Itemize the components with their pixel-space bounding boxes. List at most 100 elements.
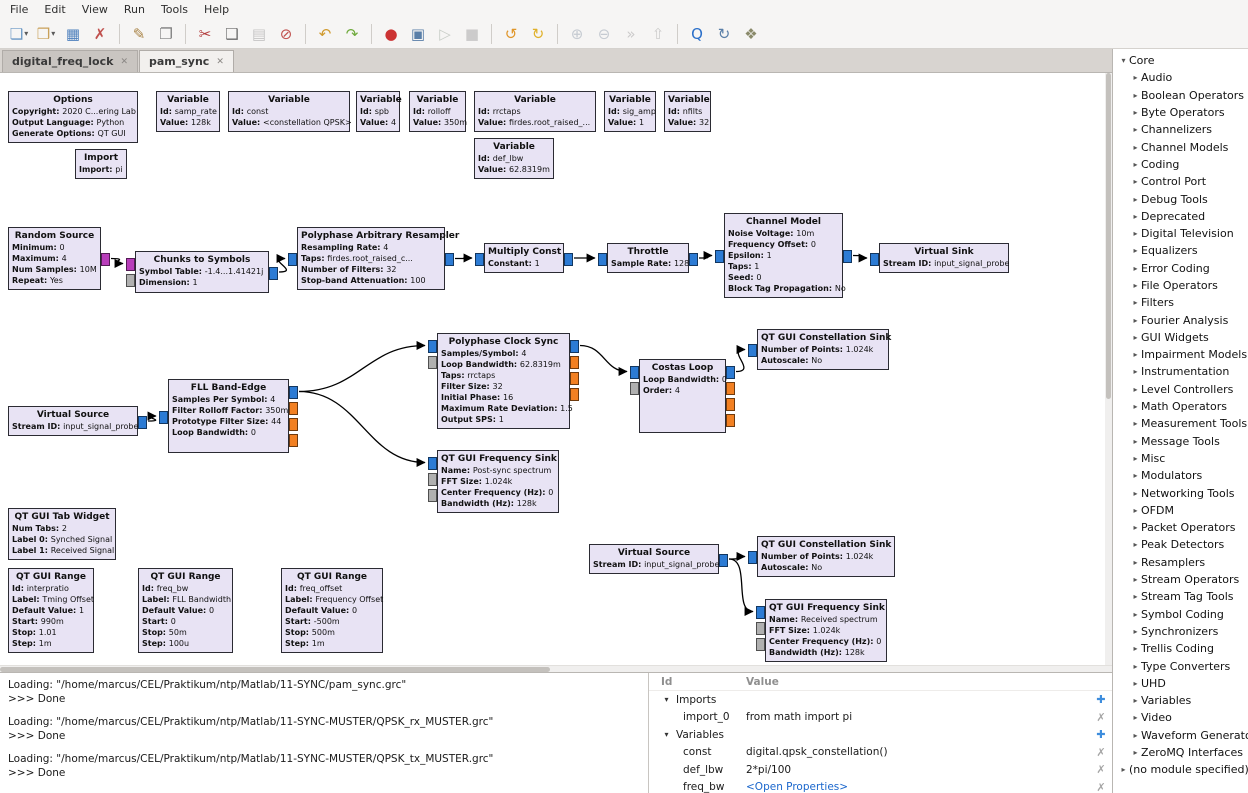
out-port-float[interactable] [726,414,735,427]
tree-expand-icon[interactable]: ▸ [1130,540,1141,549]
out-port-complex[interactable] [570,340,579,353]
library-item-stream-operators[interactable]: ▸Stream Operators [1113,571,1248,588]
out-port-complex[interactable] [289,386,298,399]
block-virtual_source2[interactable]: Virtual SourceStream ID: input_signal_pr… [589,544,719,574]
library-item-no-module-specified[interactable]: ▸(no module specified) [1113,761,1248,778]
tab-close-icon[interactable]: ✕ [216,57,224,67]
block-pfb_resampler[interactable]: Polyphase Arbitrary ResamplerResampling … [297,227,445,290]
connection-fll-to-pcs[interactable] [299,346,425,392]
library-item-deprecated[interactable]: ▸Deprecated [1113,208,1248,225]
save-flowgraph-button[interactable]: ▦ [60,22,86,46]
library-item-resamplers[interactable]: ▸Resamplers [1113,554,1248,571]
block-channel_model[interactable]: Channel ModelNoise Voltage: 10mFrequency… [724,213,843,298]
tree-expand-icon[interactable]: ▸ [1130,437,1141,446]
library-item-modulators[interactable]: ▸Modulators [1113,467,1248,484]
menu-run[interactable]: Run [116,1,153,18]
scrollbar-thumb[interactable] [1106,73,1111,399]
tree-expand-icon[interactable]: ▸ [1130,644,1141,653]
tree-expand-icon[interactable]: ▸ [1130,91,1141,100]
tree-expand-icon[interactable]: ▸ [1130,523,1141,532]
block-var_nfilts[interactable]: VariableId: nfiltsValue: 32 [664,91,711,132]
tree-expand-icon[interactable]: ▸ [1130,731,1141,740]
in-port-complex[interactable] [428,457,437,470]
in-port-message[interactable] [428,473,437,486]
block-range3[interactable]: QT GUI RangeId: freq_offsetLabel: Freque… [281,568,383,653]
variable-row-freq-bw[interactable]: freq_bw<Open Properties>✗ [649,779,1112,793]
remove-icon[interactable]: ✗ [1090,781,1112,793]
variable-row-const[interactable]: constdigital.qpsk_constellation()✗ [649,744,1112,762]
tree-expand-icon[interactable]: ▸ [1130,662,1141,671]
connection-virtual_source2-to-constsink2[interactable] [729,557,745,560]
out-port-complex[interactable] [269,267,278,280]
library-item-peak-detectors[interactable]: ▸Peak Detectors [1113,536,1248,553]
variable-row-def-lbw[interactable]: def_lbw2*pi/100✗ [649,761,1112,779]
tab-pam-sync[interactable]: pam_sync✕ [139,50,234,72]
run-button[interactable]: ▷ [432,22,458,46]
connection-pfb_resampler-to-multiply_const[interactable] [455,258,472,259]
tree-collapse-icon[interactable]: ▾ [661,730,672,739]
in-port-complex[interactable] [475,253,484,266]
out-port-complex[interactable] [843,250,852,263]
out-port-float[interactable] [726,382,735,395]
block-var_rrctaps[interactable]: VariableId: rrctapsValue: firdes.root_ra… [474,91,596,132]
out-port-complex[interactable] [689,253,698,266]
menu-tools[interactable]: Tools [153,1,196,18]
tree-expand-icon[interactable]: ▸ [1130,385,1141,394]
library-item-file-operators[interactable]: ▸File Operators [1113,277,1248,294]
connection-pcs-to-costas[interactable] [580,346,627,372]
variable-value[interactable]: <Open Properties> [746,781,1090,793]
scrollbar-thumb[interactable] [0,667,550,672]
zoom-out-button[interactable]: ⊖ [591,22,617,46]
library-item-ofdm[interactable]: ▸OFDM [1113,502,1248,519]
library-item-misc[interactable]: ▸Misc [1113,450,1248,467]
block-constsink2[interactable]: QT GUI Constellation SinkNumber of Point… [757,536,895,577]
library-item-trellis-coding[interactable]: ▸Trellis Coding [1113,640,1248,657]
tree-expand-icon[interactable]: ▸ [1130,419,1141,428]
out-port-complex[interactable] [726,366,735,379]
refresh-flowgraph-button[interactable]: ↻ [525,22,551,46]
menu-file[interactable]: File [2,1,36,18]
tree-expand-icon[interactable]: ▸ [1130,316,1141,325]
in-port-complex[interactable] [159,411,168,424]
tree-expand-icon[interactable]: ▸ [1130,333,1141,342]
out-port-float[interactable] [726,398,735,411]
block-var_sig_amp[interactable]: VariableId: sig_ampValue: 1 [604,91,656,132]
out-port-complex[interactable] [138,416,147,429]
tree-expand-icon[interactable]: ▸ [1130,73,1141,82]
library-item-channelizers[interactable]: ▸Channelizers [1113,121,1248,138]
tree-expand-icon[interactable]: ▸ [1130,212,1141,221]
close-flowgraph-button[interactable]: ✗ [87,22,113,46]
library-item-networking-tools[interactable]: ▸Networking Tools [1113,484,1248,501]
block-throttle[interactable]: ThrottleSample Rate: 128k [607,243,689,273]
tree-expand-icon[interactable]: ▸ [1130,627,1141,636]
block-range1[interactable]: QT GUI RangeId: interpratioLabel: Tming … [8,568,94,653]
block-fll[interactable]: FLL Band-EdgeSamples Per Symbol: 4Filter… [168,379,289,453]
tab-close-icon[interactable]: ✕ [120,57,128,67]
canvas[interactable]: OptionsCopyright: 2020 C...ering LabOutp… [0,73,1112,665]
library-item-measurement-tools[interactable]: ▸Measurement Tools [1113,415,1248,432]
remove-icon[interactable]: ✗ [1090,746,1112,759]
connection-fll-to-freqsink1[interactable] [299,392,425,463]
out-port-complex[interactable] [719,554,728,567]
tree-expand-icon[interactable]: ▸ [1130,160,1141,169]
canvas-horizontal-scrollbar[interactable] [0,665,1112,672]
menu-edit[interactable]: Edit [36,1,73,18]
keyboard-shortcuts-button[interactable]: ❖ [738,22,764,46]
tree-expand-icon[interactable]: ▸ [1130,264,1141,273]
connection-channel_model-to-virtual_sink[interactable] [853,256,867,259]
library-item-symbol-coding[interactable]: ▸Symbol Coding [1113,606,1248,623]
library-item-math-operators[interactable]: ▸Math Operators [1113,398,1248,415]
library-item-control-port[interactable]: ▸Control Port [1113,173,1248,190]
library-item-video[interactable]: ▸Video [1113,709,1248,726]
block-chunks[interactable]: Chunks to SymbolsSymbol Table: -1.4...1.… [135,251,269,293]
errors-button[interactable]: ● [378,22,404,46]
library-item-fourier-analysis[interactable]: ▸Fourier Analysis [1113,311,1248,328]
tree-expand-icon[interactable]: ▸ [1130,489,1141,498]
zoom-in-button[interactable]: ⊕ [564,22,590,46]
tree-expand-icon[interactable]: ▸ [1130,748,1141,757]
menu-help[interactable]: Help [196,1,237,18]
library-item-waveform-generators[interactable]: ▸Waveform Generators [1113,727,1248,744]
block-var_spb[interactable]: VariableId: spbValue: 4 [356,91,400,132]
skip-button[interactable]: » [618,22,644,46]
export-button[interactable]: ⇧ [645,22,671,46]
